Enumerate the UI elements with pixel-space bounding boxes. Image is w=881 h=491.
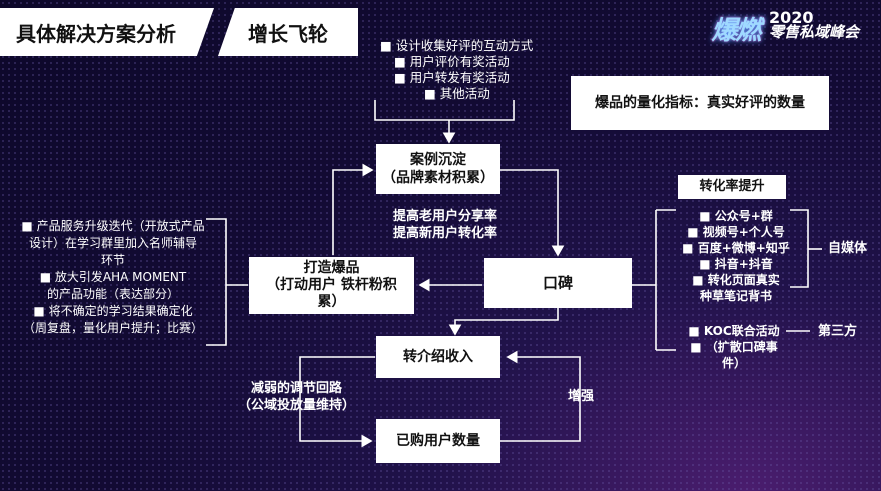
- referral-text: 转介绍收入: [403, 349, 473, 365]
- brand-year: 2020: [768, 8, 814, 27]
- list-item: ■ 产品服务升级迭代（开放式产品: [21, 219, 205, 233]
- page-title: 具体解决方案分析: [0, 8, 214, 56]
- third-party-label: 第三方: [818, 323, 857, 340]
- list-item: ■ 设计收集好评的互动方式: [380, 38, 534, 53]
- word-of-mouth-text: 口碑: [542, 274, 573, 292]
- share-rate-label: 提高老用户分享率 提高新用户转化率: [393, 208, 497, 242]
- build-product-text: 打造爆品 （打动用户 铁杆粉积 累）: [266, 260, 397, 310]
- left-action-list: ■ 产品服务升级迭代（开放式产品 设计）在学习群里加入名师辅导 环节 ■ 放大引…: [18, 218, 208, 337]
- section-title: 增长飞轮: [218, 8, 358, 56]
- metric-text: 爆品的量化指标：真实好评的数量: [595, 95, 805, 111]
- weaken-loop-label: 减弱的调节回路 （公域投放量维持）: [238, 380, 355, 414]
- list-item: ■ 视频号+个人号: [687, 225, 785, 239]
- third-party-text: 第三方: [818, 324, 858, 339]
- list-item: ■ 其他活动: [424, 86, 490, 101]
- conversion-rate-text: 转化率提升: [699, 179, 765, 194]
- list-item: 环节: [100, 253, 125, 267]
- list-item: （周复盘，量化用户提升；比赛）: [22, 321, 203, 335]
- third-party-list: ■ KOC联合活动 ■ （扩散口碑事 件）: [682, 323, 786, 371]
- list-item: ■ 公众号+群: [699, 209, 773, 223]
- case-box: 案例沉淀 （品牌素材积累）: [376, 144, 500, 194]
- list-item: ■ 用户评价有奖活动: [394, 54, 510, 69]
- metric-box: 爆品的量化指标：真实好评的数量: [571, 76, 829, 130]
- weaken-text: 减弱的调节回路: [251, 381, 343, 396]
- subtitle-text: 增长飞轮: [248, 21, 328, 46]
- list-item: 设计）在学习群里加入名师辅导: [28, 236, 197, 250]
- list-item: ■ 用户转发有奖活动: [394, 70, 510, 85]
- self-media-label: 自媒体: [828, 240, 867, 257]
- word-of-mouth-box: 口碑: [484, 258, 632, 308]
- brand-name: 零售私域峰会: [768, 23, 859, 41]
- buyers-text: 已购用户数量: [396, 433, 480, 449]
- self-media-list: ■ 公众号+群 ■ 视频号+个人号 ■ 百度+微博+知乎 ■ 抖音+抖音 ■ 转…: [680, 208, 792, 304]
- brand-logo: 爆燃 2020 零售私域峰会: [711, 10, 859, 47]
- list-item: ■ 百度+微博+知乎: [682, 241, 790, 255]
- buyers-box: 已购用户数量: [376, 419, 500, 463]
- list-item: ■ 将不确定的学习结果确定化: [33, 304, 193, 318]
- conversion-rate-box: 转化率提升: [678, 175, 786, 199]
- title-text: 具体解决方案分析: [16, 21, 176, 46]
- list-item: 件）: [721, 356, 746, 370]
- logo-mark: 爆燃: [711, 16, 761, 46]
- list-item: 的产品功能（表达部分）: [46, 287, 179, 301]
- list-item: ■ （扩散口碑事: [690, 340, 778, 354]
- list-item: ■ KOC联合活动: [688, 324, 780, 338]
- list-item: ■ 抖音+抖音: [699, 257, 773, 271]
- convert-text: 提高新用户转化率: [393, 226, 498, 241]
- share-text: 提高老用户分享率: [393, 209, 498, 224]
- list-item: 种草笔记背书: [699, 289, 772, 303]
- self-media-text: 自媒体: [828, 241, 868, 256]
- list-item: ■ 转化页面真实: [692, 273, 780, 287]
- list-item: ■ 放大引发AHA MOMENT: [39, 270, 187, 284]
- build-product-box: 打造爆品 （打动用户 铁杆粉积 累）: [249, 257, 414, 314]
- referral-box: 转介绍收入: [376, 336, 500, 378]
- strengthen-text: 增强: [568, 389, 595, 404]
- top-activity-list: ■ 设计收集好评的互动方式 ■ 用户评价有奖活动 ■ 用户转发有奖活动 ■ 其他…: [380, 38, 533, 102]
- case-text: 案例沉淀 （品牌素材积累）: [382, 152, 494, 186]
- weaken-sub-text: （公域投放量维持）: [238, 398, 356, 413]
- strengthen-label: 增强: [568, 388, 594, 405]
